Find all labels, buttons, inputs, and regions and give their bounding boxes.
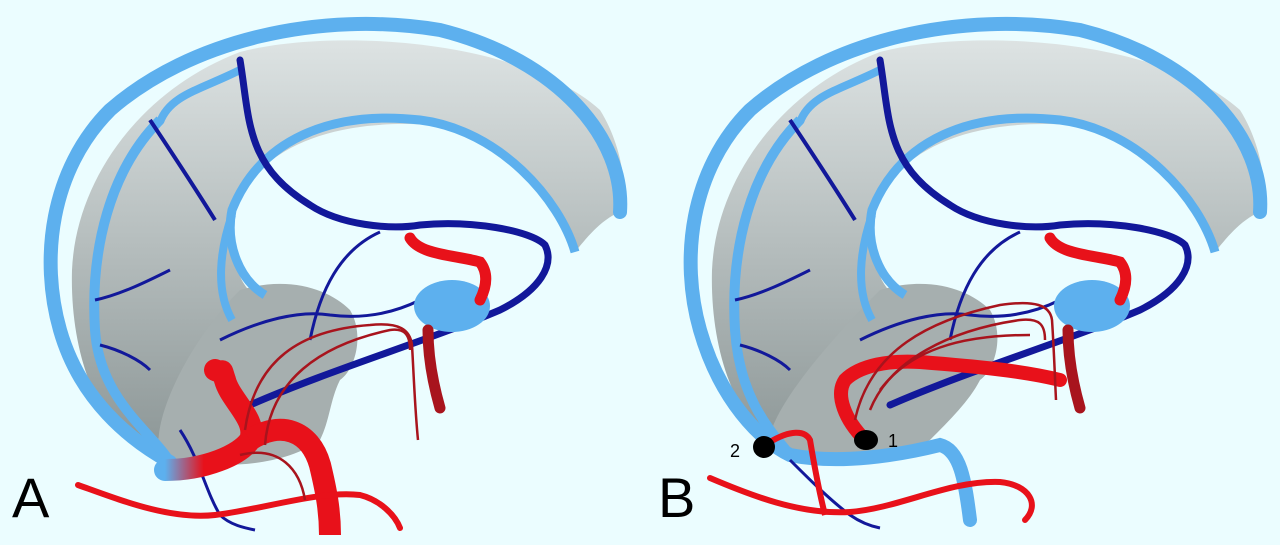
- panel-b: 1 2 B: [640, 0, 1280, 545]
- panel-b-illustration: [683, 16, 1268, 530]
- panel-a: A: [12, 16, 628, 536]
- dark-vein-2: [148, 118, 217, 222]
- artery-descending: [1062, 324, 1086, 414]
- marker-label-2: 2: [730, 441, 741, 461]
- dark-vein-1: [876, 56, 1192, 409]
- artery-main: [834, 354, 1067, 447]
- artery-hook: [1044, 232, 1132, 306]
- dark-vein-6: [859, 298, 1061, 342]
- marker-dot-2: [753, 436, 775, 458]
- light-vein-branch: [156, 66, 242, 124]
- thin-artery-3: [879, 333, 1031, 391]
- thin-artery-1: [853, 301, 1058, 421]
- light-vein-branch-2: [217, 213, 236, 322]
- artery-side-loop: [768, 429, 828, 516]
- artery-lower: [707, 475, 1035, 523]
- thin-artery-2: [263, 328, 412, 446]
- inferior-sagittal-sinus: [225, 113, 580, 299]
- thin-artery-3: [239, 451, 307, 501]
- panel-a-illustration: [43, 16, 628, 536]
- dark-vein-7: [788, 458, 881, 530]
- dark-vein-3: [734, 268, 811, 302]
- superior-sagittal-sinus: [683, 16, 1268, 527]
- venous-confluence: [1054, 280, 1130, 332]
- artery-hook: [404, 232, 492, 306]
- straight-sinus-light: [89, 116, 175, 465]
- dark-vein-6: [219, 298, 421, 342]
- light-vein-branch-2: [857, 213, 876, 322]
- marker-dot-1: [854, 430, 878, 450]
- marker-label-1: 1: [888, 431, 899, 451]
- dark-vein-4: [99, 343, 152, 372]
- panel-label-b: B: [658, 466, 696, 529]
- thin-artery-1: [243, 323, 420, 441]
- venous-confluence: [414, 280, 490, 332]
- dark-vein-2: [788, 118, 857, 222]
- artery-trunk: [243, 418, 341, 536]
- straight-sinus-light: [729, 116, 804, 459]
- panel-label-a: A: [12, 466, 50, 529]
- artery-lower: [75, 482, 403, 531]
- dark-vein-3: [94, 268, 171, 302]
- deep-tissue: [158, 283, 358, 465]
- superior-sagittal-sinus: [43, 16, 628, 469]
- dark-vein-5: [308, 230, 381, 341]
- dark-vein-4: [739, 343, 792, 372]
- inferior-sagittal-sinus: [865, 113, 1220, 299]
- dark-vein-5: [948, 230, 1021, 341]
- deep-tissue: [769, 283, 998, 459]
- dark-vein-1: [236, 56, 552, 409]
- light-vein-branch: [796, 66, 882, 124]
- artery-descending: [422, 324, 446, 414]
